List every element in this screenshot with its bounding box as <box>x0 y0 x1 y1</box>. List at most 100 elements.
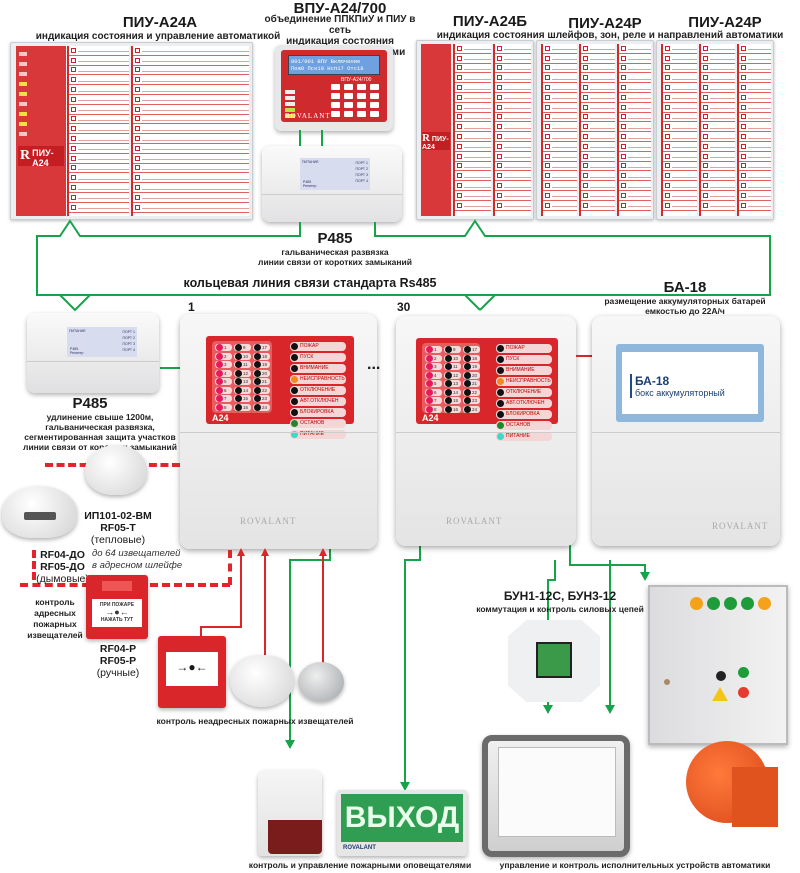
zone-indicator: 22 <box>253 386 270 394</box>
piu-indicator-row <box>495 73 531 84</box>
piu-indicator-row <box>543 171 577 182</box>
vpu-key[interactable] <box>357 84 366 90</box>
zone-led-icon <box>235 395 242 402</box>
status-label: НЕИСПРАВНОСТЬ <box>300 376 345 382</box>
zone-led-icon <box>464 380 471 387</box>
piu-indicator-row <box>619 44 651 54</box>
panel-model: A24 <box>212 413 229 423</box>
piu-led <box>16 69 66 79</box>
zone-led-icon <box>254 403 261 411</box>
zone-indicator: 7 <box>425 397 442 404</box>
piu-led <box>16 99 66 109</box>
status-label: ПОЖАР <box>506 345 525 351</box>
vpu-key[interactable] <box>344 84 353 90</box>
vpu-key[interactable] <box>357 93 366 99</box>
status-indicator: БЛОКИРОВКА <box>290 408 346 417</box>
zone-indicator: 7 <box>215 395 232 402</box>
piu-indicator-row <box>619 113 651 123</box>
zone-number: 19 <box>262 362 268 367</box>
vpu-key[interactable] <box>357 111 366 117</box>
piu-indicator-row <box>581 103 615 113</box>
piu-indicator-row <box>739 191 771 201</box>
status-label: БЛОКИРОВКА <box>300 409 334 415</box>
start-button-icon <box>738 667 749 678</box>
piu-indicator-row <box>581 83 615 93</box>
zone-indicator: 18 <box>463 354 480 362</box>
piu-indicator-row <box>581 132 615 142</box>
vpu-key[interactable] <box>370 84 379 90</box>
vpu-key[interactable] <box>331 93 340 99</box>
piu-indicator-row <box>543 152 577 162</box>
vpu-keypad <box>331 84 383 120</box>
piu-indicator-row <box>133 144 249 154</box>
piu-indicator-row <box>133 105 249 115</box>
piu-indicator-row <box>455 201 491 211</box>
piu-indicator-row <box>663 132 697 142</box>
piu-indicator-row <box>455 113 491 123</box>
zone-led-icon <box>235 369 242 377</box>
rovalant-logo: ROVALANT <box>343 845 376 851</box>
caption-line: линии связи от коротких замыканий <box>23 442 177 452</box>
zone-led-icon <box>464 388 471 396</box>
piu-indicator-row <box>663 162 697 172</box>
vpu-key[interactable] <box>344 111 353 117</box>
vpu-key[interactable] <box>370 93 379 99</box>
piu-indicator-row <box>739 64 771 74</box>
nonaddress-line <box>200 626 242 628</box>
address-note: до 64 извещателей в адресном шлейфе <box>92 548 192 572</box>
piu-indicator-row <box>133 66 249 76</box>
piu-indicator-row <box>69 203 129 213</box>
piu-indicator-row <box>701 103 735 113</box>
status-indicator: ОТКЛЮЧЕНИЕ <box>290 386 346 395</box>
piu-indicator-row <box>701 113 735 123</box>
smoke-type: (дымовые) <box>36 573 89 585</box>
piu-indicator-row <box>663 171 697 182</box>
status-led-icon <box>497 378 504 385</box>
piu-indicator-row <box>663 64 697 74</box>
piu-indicator-row <box>701 181 735 191</box>
piu-indicator-row <box>455 152 491 162</box>
rovalant-logo: ROVALANT <box>240 516 297 526</box>
piu-indicator-row <box>663 181 697 191</box>
vpu-key[interactable] <box>357 102 366 108</box>
piu-indicator-row <box>701 171 735 182</box>
zone-led-icon <box>254 386 261 394</box>
vpu-key[interactable] <box>344 93 353 99</box>
piu-led <box>16 119 66 129</box>
piu-indicator-row <box>619 132 651 142</box>
piu-indicator-row <box>495 132 531 142</box>
vpu-key[interactable] <box>331 102 340 108</box>
arrow-up-icon <box>237 548 245 556</box>
note-line: в адресном шлейфе <box>92 560 183 571</box>
manual-detector-caption: RF04-Р RF05-Р (ручные) <box>87 643 149 679</box>
piu-indicator-row <box>701 201 735 211</box>
vpu-key[interactable] <box>344 102 353 108</box>
vpu-key[interactable] <box>370 102 379 108</box>
vpu-key[interactable] <box>370 111 379 117</box>
vpu-key[interactable] <box>331 111 340 117</box>
status-label: АВТ.ОТКЛЮЧЕН <box>300 398 339 404</box>
zone-number: 14 <box>453 389 459 395</box>
status-label: ОСТАНОВ <box>506 422 531 428</box>
piu-indicator-row <box>455 103 491 113</box>
zone-led-icon <box>464 397 471 404</box>
exit-sign-text: ВЫХОД <box>341 794 463 842</box>
piu-indicator-row <box>739 132 771 142</box>
status-label: ПУСК <box>300 354 314 360</box>
vpu-key[interactable] <box>331 84 340 90</box>
arrow-up-icon <box>319 548 327 556</box>
nonaddress-smoke-detector <box>230 655 294 707</box>
ba18-label-plate: БА-18 бокс аккумуляторный <box>616 344 764 422</box>
zone-number: 24 <box>262 404 268 410</box>
zone-led-icon <box>235 361 242 368</box>
zone-indicator: 17 <box>463 346 480 353</box>
zone-indicator: 4 <box>215 369 232 377</box>
zone-number: 17 <box>262 345 268 350</box>
smoke-exhaust-fan-image <box>676 727 788 835</box>
status-indicator: ПОЖАР <box>496 344 552 353</box>
zone-led-icon <box>445 354 452 362</box>
caption-line: извещателей <box>27 630 83 640</box>
